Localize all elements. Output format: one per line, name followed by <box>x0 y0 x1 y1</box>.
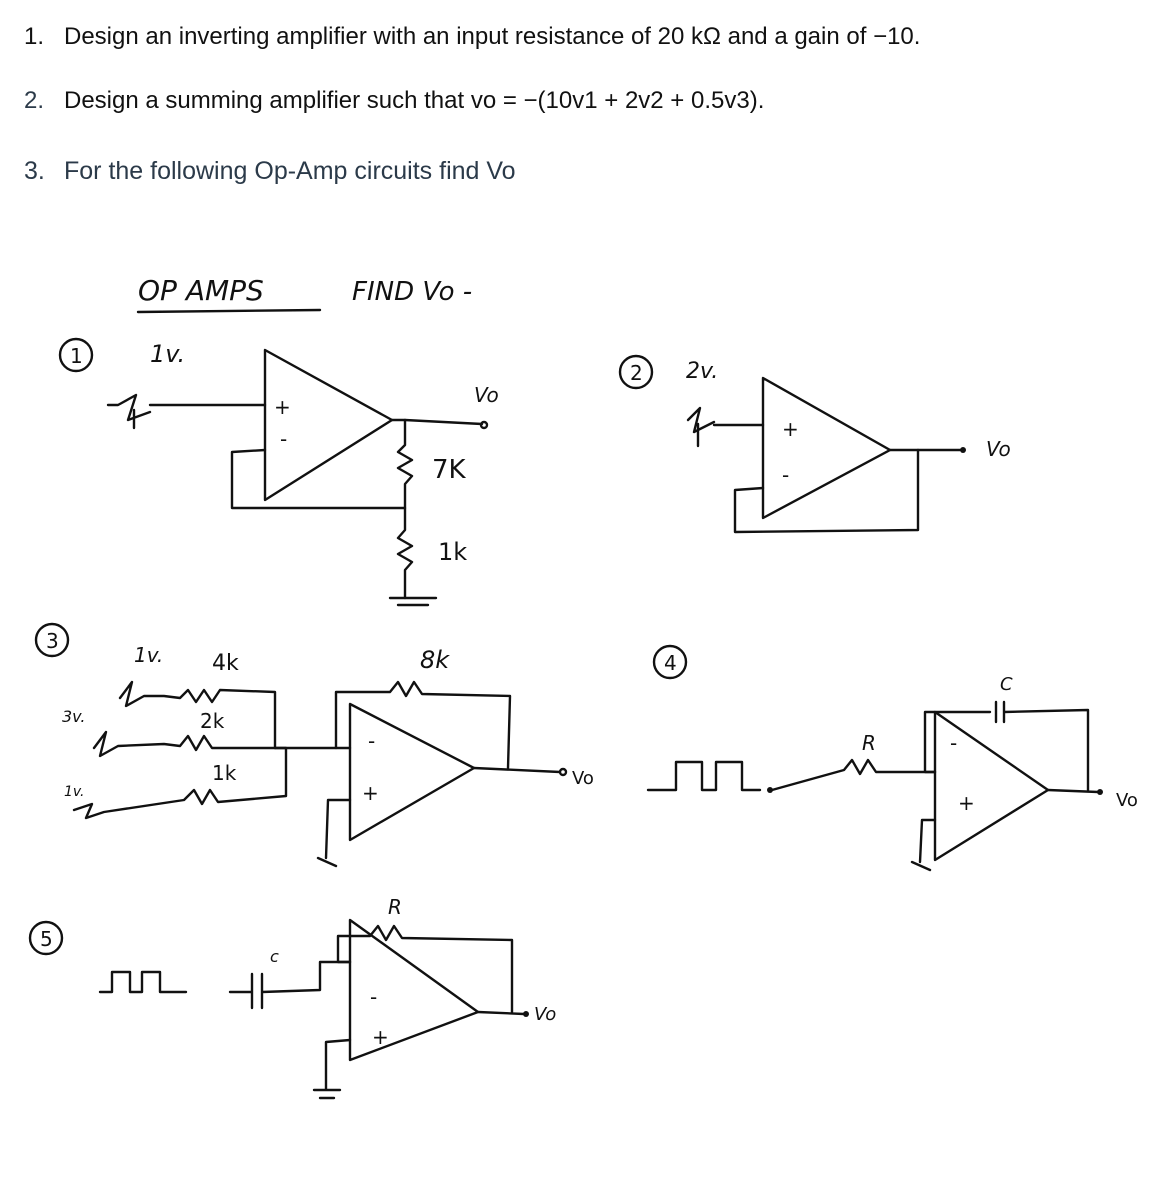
feedback-resistor <box>336 924 514 1014</box>
output-wire <box>476 1010 526 1016</box>
minus-sign: - <box>368 729 375 753</box>
input-resistor <box>770 758 937 792</box>
input-branch-2 <box>92 730 277 758</box>
resistor-label-7k: 7K <box>432 455 467 485</box>
circuit-label-circle <box>618 354 654 390</box>
source-3-label: 1v. <box>64 784 85 800</box>
circuit-2: 2 2v. + - Vo <box>618 354 1011 534</box>
circuit-label-circle <box>34 622 70 658</box>
resistor-label-1k: 1k <box>212 761 237 785</box>
circuit-4: 4 R - + C Vo <box>646 644 1138 872</box>
minus-sign: - <box>280 427 287 451</box>
question-2: 2. Design a summing amplifier such that v… <box>24 86 764 116</box>
feedback-cap-label: C <box>1000 674 1013 695</box>
input-terminal <box>767 787 773 793</box>
feedback-capacitor <box>923 700 1090 792</box>
output-terminal <box>1097 789 1103 795</box>
heading-underline <box>136 308 322 314</box>
input-cap-label: c <box>270 947 279 966</box>
input-branch-1 <box>118 680 277 750</box>
resistor-label-2k: 2k <box>200 709 225 733</box>
plus-sign: + <box>958 791 975 815</box>
ground-symbol <box>388 596 438 607</box>
output-label: Vo <box>534 1004 556 1025</box>
question-text: Design an inverting amplifier with an in… <box>64 23 921 50</box>
source-2-label: 3v. <box>62 707 85 726</box>
voltage-source-symbol <box>686 406 716 448</box>
plus-sign: + <box>372 1025 389 1049</box>
sketch-heading: OP AMPS <box>138 274 264 307</box>
feedback-wire <box>230 448 407 510</box>
circuit-label: 2 <box>630 361 643 385</box>
circuit-label-circle <box>652 644 688 680</box>
opamp-triangle <box>933 710 1050 862</box>
output-wire <box>1046 788 1100 794</box>
square-wave-source <box>98 970 188 994</box>
source-voltage-label: 1v. <box>150 340 185 368</box>
opamp-triangle <box>348 918 480 1062</box>
output-terminal <box>523 1011 529 1017</box>
sketch-heading-suffix: FIND Vo - <box>352 277 472 307</box>
circuit-label: 1 <box>70 344 83 368</box>
question-number: 2. <box>24 87 45 114</box>
output-terminal <box>479 420 489 430</box>
output-terminal <box>960 447 966 453</box>
circuit-label: 3 <box>46 629 59 653</box>
output-label: Vo <box>1116 790 1138 811</box>
question-number: 3. <box>24 157 45 185</box>
ground-wire <box>312 1038 352 1100</box>
plus-sign: + <box>362 781 379 805</box>
square-wave-source <box>646 760 762 792</box>
opamp-triangle <box>348 702 476 842</box>
opamp-triangle <box>263 348 394 502</box>
plus-sign: + <box>274 395 291 419</box>
output-label: Vo <box>474 383 499 407</box>
question-text: For the following Op-Amp circuits find V… <box>64 157 516 185</box>
voltage-source-symbol <box>106 393 152 430</box>
output-wire <box>472 766 562 774</box>
plus-sign: + <box>782 417 799 441</box>
source-voltage-label: 2v. <box>686 359 718 384</box>
question-number: 1. <box>24 23 45 50</box>
opamp-triangle <box>761 376 892 520</box>
output-terminal <box>558 767 568 777</box>
feedback-path <box>334 680 512 770</box>
minus-sign: - <box>782 463 789 487</box>
minus-sign: - <box>950 731 957 755</box>
circuit-5: 5 c - + R Vo <box>28 895 556 1100</box>
source-1-label: 1v. <box>134 643 163 667</box>
circuit-label: 4 <box>664 651 677 675</box>
circuit-label-circle <box>58 337 94 373</box>
circuit-label-circle <box>28 920 64 956</box>
feedback-wire <box>733 448 920 534</box>
input-resistor-label: R <box>862 731 876 755</box>
feedback-resistor-label: 8k <box>420 646 450 674</box>
question-text: Design a summing amplifier such that vo … <box>64 87 765 114</box>
minus-sign: - <box>370 985 377 1009</box>
circuit-3: 3 1v. 3v. 1v. 4k 2k 1k 8k - + Vo <box>34 622 594 868</box>
input-capacitor <box>228 960 352 1010</box>
ground-wire <box>910 818 937 872</box>
resistor-label-4k: 4k <box>212 651 239 676</box>
resistor-label-1k: 1k <box>438 538 467 566</box>
resistor-divider <box>396 418 414 600</box>
output-label: Vo <box>572 768 594 789</box>
circuit-label: 5 <box>40 927 53 951</box>
input-branch-3 <box>72 746 288 820</box>
question-3: 3. For the following Op-Amp circuits find… <box>24 156 516 186</box>
ground-wire <box>316 798 352 868</box>
output-label: Vo <box>986 437 1011 461</box>
circuit-1: 1 1v. + - Vo 7K 1k <box>58 337 499 607</box>
question-1: 1. Design an inverting amplifier with an … <box>24 22 920 52</box>
feedback-resistor-label: R <box>388 895 402 919</box>
